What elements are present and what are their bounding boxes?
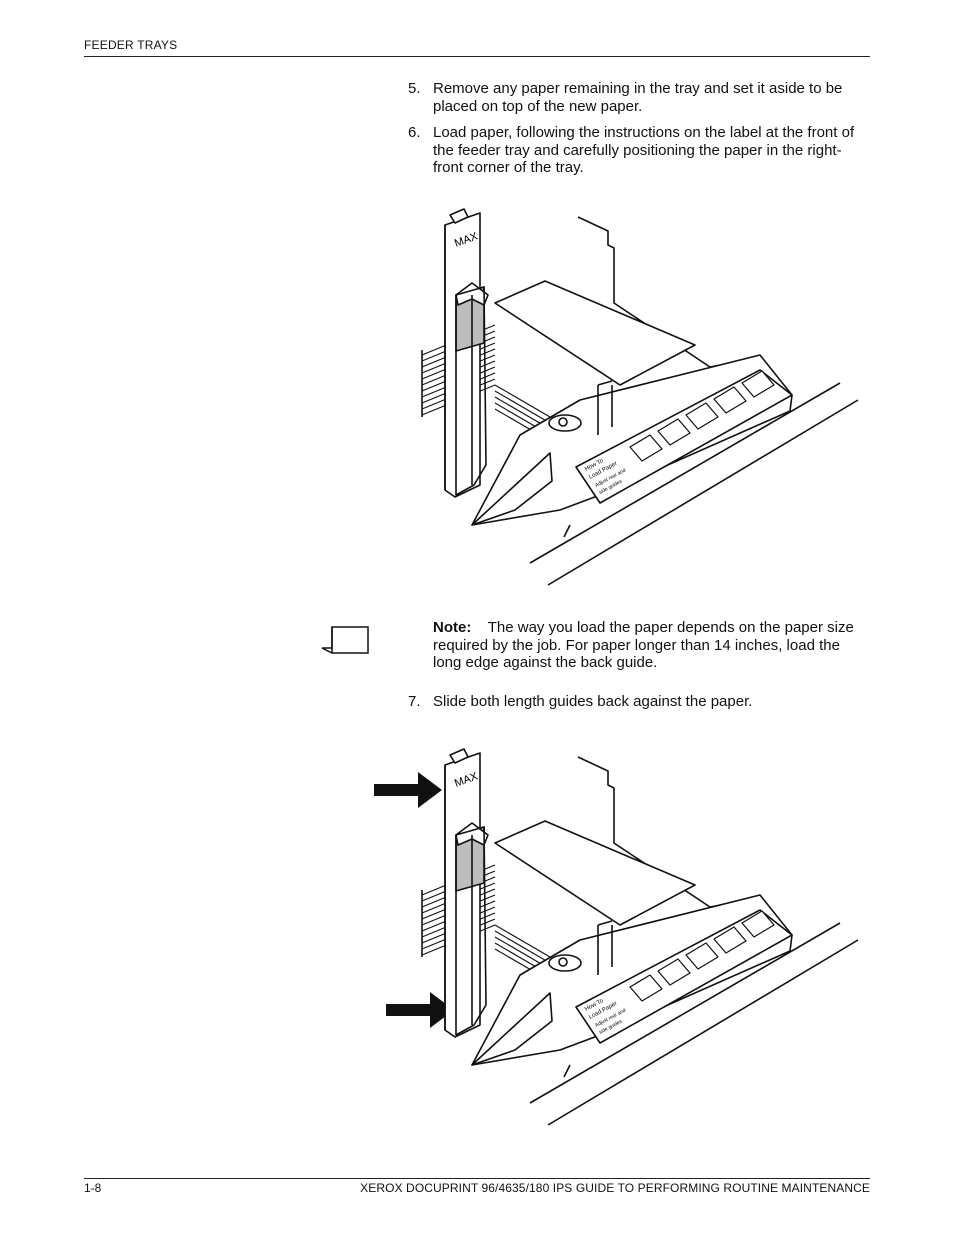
arrow-icon — [386, 992, 454, 1028]
footer-rule — [84, 1178, 870, 1179]
page-number: 1-8 — [84, 1181, 102, 1195]
tray-illustration-2: MAX How To Load Paper Adjust rear and si… — [374, 748, 859, 1126]
tray-illustration-1: MAX How To Load Paper Adjust rear and si… — [421, 208, 859, 586]
step-number: 6. — [408, 124, 421, 141]
step-text: Load paper, following the instructions o… — [433, 124, 855, 176]
note-label: Note: — [433, 619, 472, 636]
step-6: 6. Load paper, following the instruction… — [408, 124, 870, 177]
note-text: The way you load the paper depends on th… — [433, 619, 854, 671]
step-number: 7. — [408, 693, 421, 710]
running-header: FEEDER TRAYS — [84, 38, 178, 52]
step-text: Remove any paper remaining in the tray a… — [433, 80, 843, 115]
note-icon — [321, 626, 369, 654]
step-5: 5. Remove any paper remaining in the tra… — [408, 80, 870, 115]
step-text: Slide both length guides back against th… — [433, 693, 753, 710]
note-block: Note: The way you load the paper depends… — [433, 619, 870, 672]
running-footer: XEROX DOCUPRINT 96/4635/180 IPS GUIDE TO… — [360, 1181, 870, 1195]
step-number: 5. — [408, 80, 421, 97]
step-7: 7. Slide both length guides back against… — [408, 693, 870, 711]
arrow-icon — [374, 772, 442, 808]
header-rule — [84, 56, 870, 57]
